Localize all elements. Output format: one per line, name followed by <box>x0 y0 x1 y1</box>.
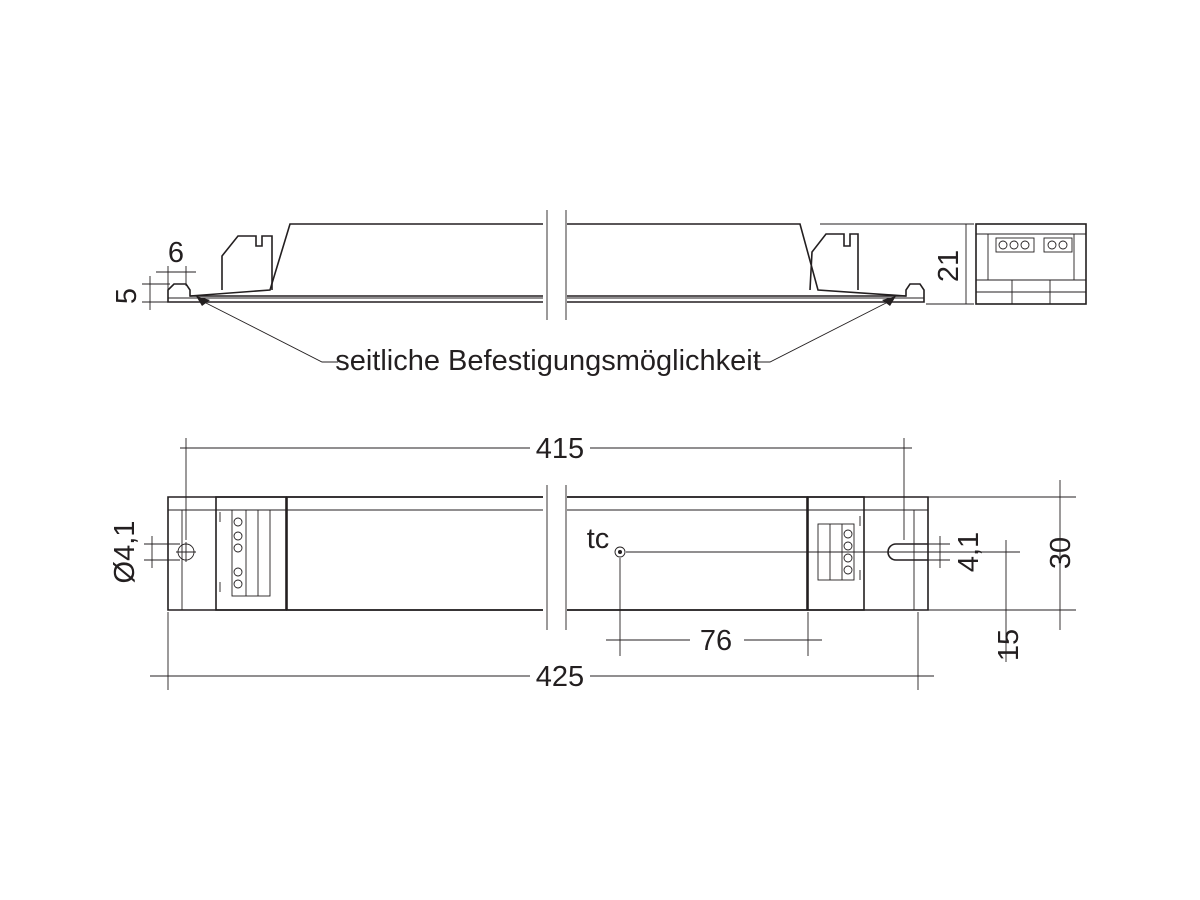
dim-hole-diameter: Ø4,1 <box>109 521 141 584</box>
dim-tab-height: 5 <box>111 288 143 304</box>
dim-tc-offset: 15 <box>993 629 1025 661</box>
dim-tc-distance: 76 <box>700 625 732 657</box>
dim-tab-width: 6 <box>168 237 184 269</box>
side-view: seitliche Befestigungsmöglichkeit 6 5 <box>111 210 925 377</box>
end-view: 21 <box>820 223 1087 305</box>
tc-label: tc <box>587 523 610 555</box>
top-view: tc 415 425 Ø4,1 4,1 30 15 <box>109 433 1077 693</box>
side-fixing-label: seitliche Befestigungsmöglichkeit <box>335 345 761 377</box>
dim-width: 30 <box>1045 537 1077 569</box>
dim-mount-distance: 415 <box>536 433 584 465</box>
dim-overall-length: 425 <box>536 661 584 693</box>
dim-height: 21 <box>933 250 965 282</box>
